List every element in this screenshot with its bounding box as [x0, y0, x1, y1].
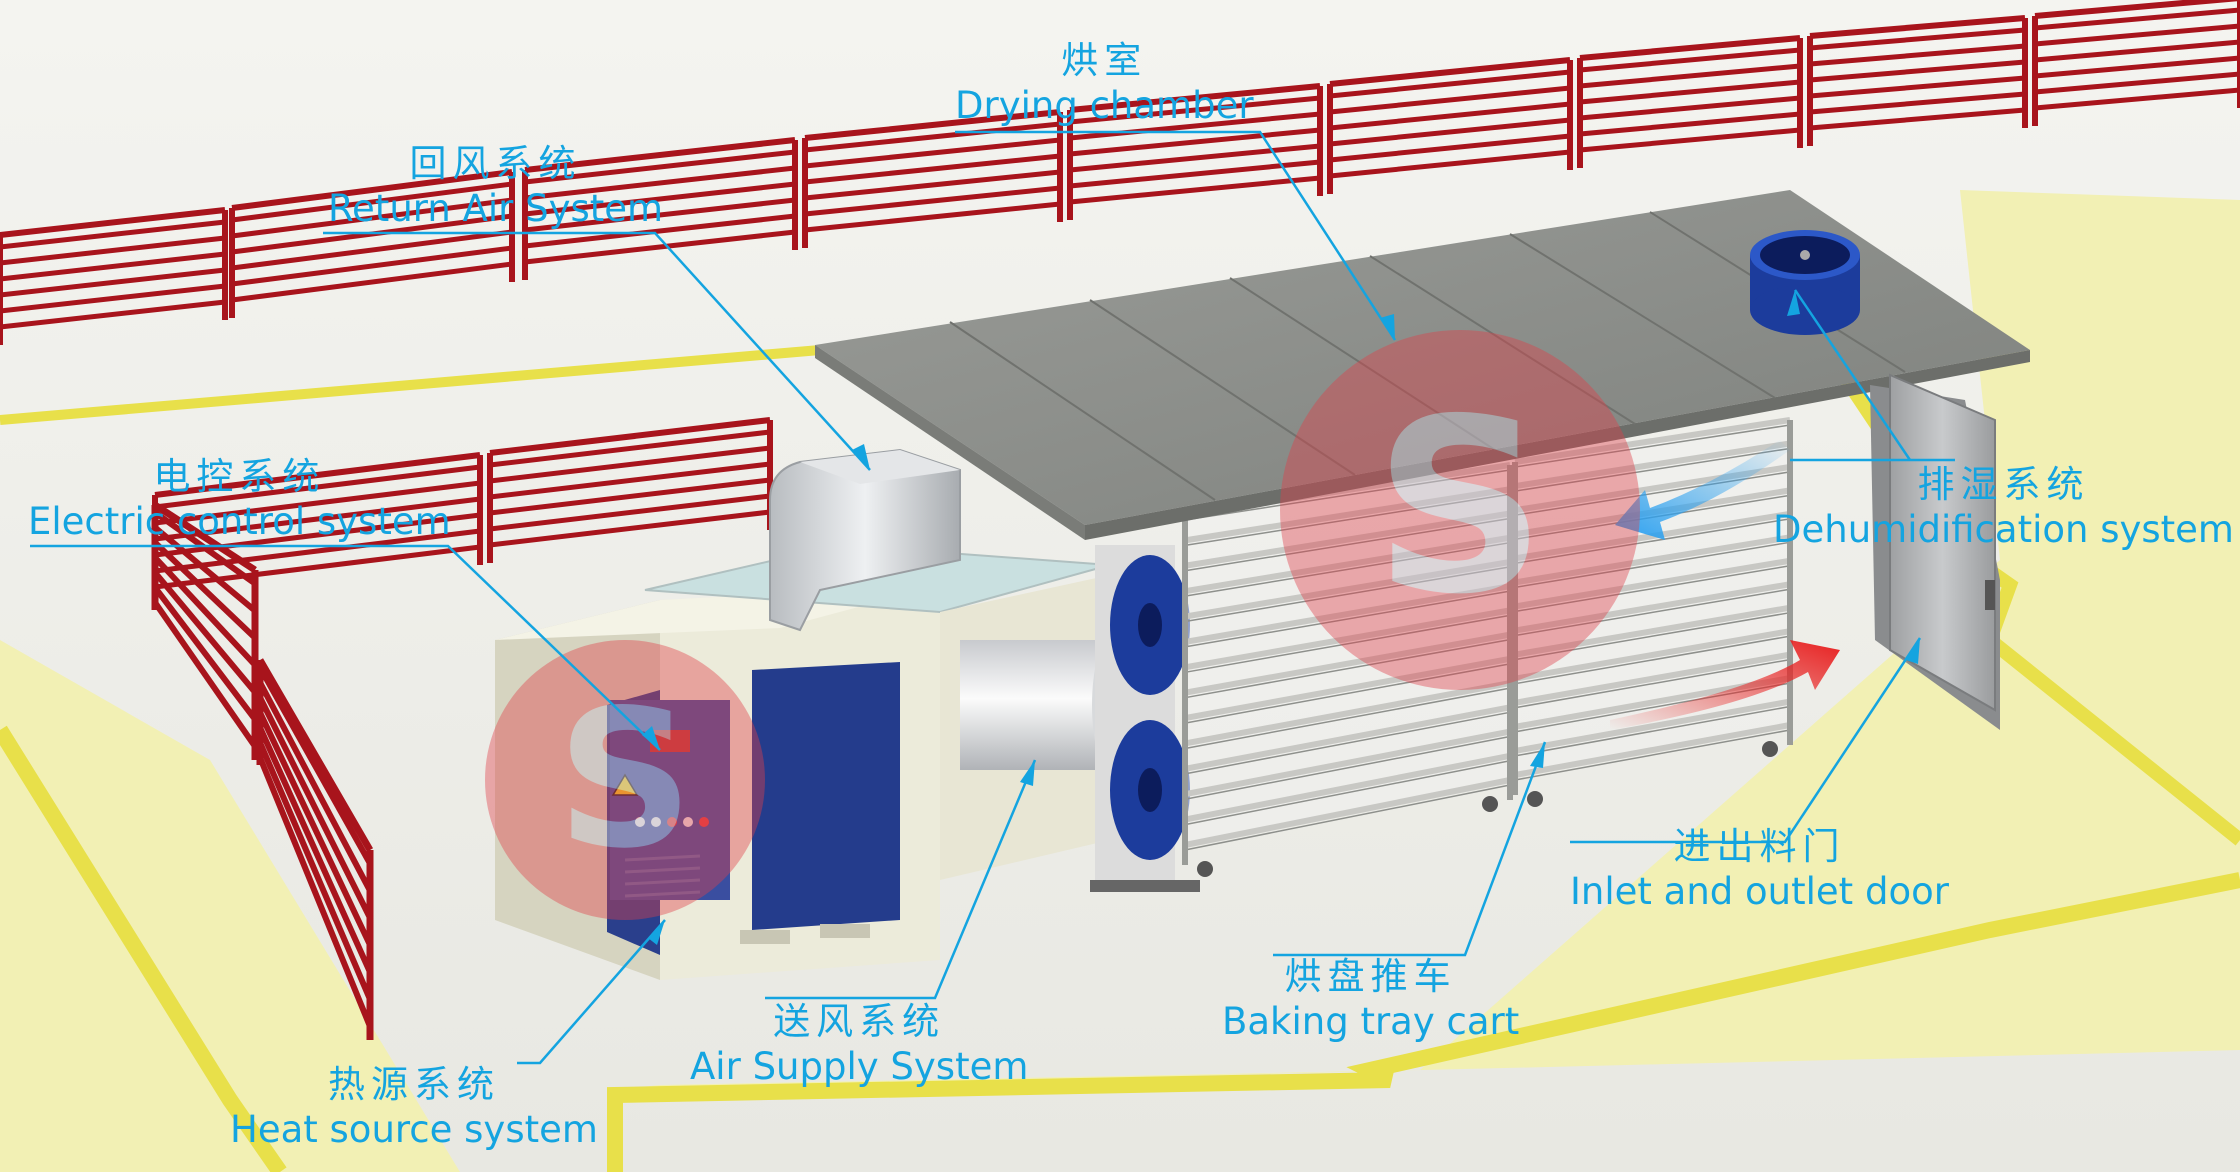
label-return-air-system-en: Return Air System — [328, 187, 664, 230]
control-buttons — [635, 817, 709, 827]
sf-logo-watermark: S S — [485, 330, 1640, 920]
drying-chamber-roof — [815, 190, 2030, 540]
fence-panel — [1067, 83, 1323, 220]
svg-text:S: S — [1374, 367, 1547, 647]
label-baking-tray-cart-en: Baking tray cart — [1222, 1000, 1520, 1043]
cabinet-blue-panel-right — [752, 662, 900, 930]
floor-zone — [610, 190, 2240, 1090]
cabinet-vent-grille — [624, 854, 701, 898]
label-inlet-outlet-door-zh: 进出料门 — [1673, 825, 1846, 868]
fence-panel — [2032, 0, 2240, 126]
svg-text:S: S — [557, 669, 694, 890]
leader-lines — [30, 130, 1955, 1065]
label-heat-source-system-en: Heat source system — [230, 1108, 598, 1151]
fence-panel — [1327, 57, 1573, 194]
label-dehumidification-system-en: Dehumidification system — [1773, 508, 2234, 551]
leader-arrowheads — [642, 290, 1920, 945]
fence-panel — [229, 169, 515, 318]
return-air-duct — [769, 448, 961, 632]
label-air-supply-system-en: Air Supply System — [690, 1045, 1029, 1088]
label-air-supply-system-zh: 送风系统 — [773, 1000, 946, 1043]
dehumidification-fan — [1750, 230, 1860, 335]
heat-source-cabinet — [495, 585, 940, 980]
fence-panel — [802, 109, 1063, 248]
label-electric-control-system-en: Electric control system — [28, 500, 451, 543]
floor-stripe-top — [0, 345, 821, 425]
safety-fence-left — [151, 502, 374, 1040]
label-dehumidification-system: 排湿系统 Dehumidification system — [1773, 466, 2234, 548]
safety-fence-back — [0, 0, 2240, 605]
circulation-fans — [1090, 545, 1200, 892]
label-return-air-system-zh: 回风系统 — [409, 142, 582, 185]
fence-panel — [522, 137, 798, 280]
label-air-supply-system: 送风系统 Air Supply System — [690, 1003, 1028, 1085]
label-electric-control-system: 电控系统 Electric control system — [28, 458, 451, 540]
fence-panel — [256, 658, 374, 1040]
fence-panel — [151, 502, 259, 760]
floor-stripe — [607, 872, 2240, 1172]
label-inlet-outlet-door: 进出料门 Inlet and outlet door — [1570, 828, 1949, 910]
label-baking-tray-cart: 烘盘推车 Baking tray cart — [1222, 958, 1519, 1040]
label-drying-chamber-zh: 烘室 — [1061, 39, 1148, 82]
label-drying-chamber-en: Drying chamber — [955, 84, 1254, 127]
floor-stripe-left — [0, 725, 287, 1172]
control-display — [650, 730, 690, 752]
airflow-arrow-icon — [1610, 440, 1840, 730]
label-heat-source-system-zh: 热源系统 — [327, 1063, 500, 1106]
warning-triangle-icon — [611, 773, 639, 796]
label-electric-control-system-zh: 电控系统 — [153, 455, 326, 498]
tray-cart — [1182, 462, 1513, 877]
floor-zone-left — [0, 640, 460, 1172]
label-heat-source-system: 热源系统 Heat source system — [230, 1066, 598, 1148]
label-return-air-system: 回风系统 Return Air System — [328, 145, 663, 227]
label-drying-chamber: 烘室 Drying chamber — [955, 42, 1254, 124]
label-dehumidification-system-zh: 排湿系统 — [1917, 463, 2090, 506]
fence-panel — [1807, 15, 2028, 146]
label-inlet-outlet-door-en: Inlet and outlet door — [1570, 870, 1949, 913]
fence-panel — [487, 417, 773, 563]
fence-panel — [0, 207, 228, 345]
tray-cart — [1512, 417, 1793, 807]
fence-panel — [1577, 35, 1803, 168]
baking-tray-carts — [1182, 417, 1793, 877]
label-baking-tray-cart-zh: 烘盘推车 — [1284, 955, 1457, 998]
